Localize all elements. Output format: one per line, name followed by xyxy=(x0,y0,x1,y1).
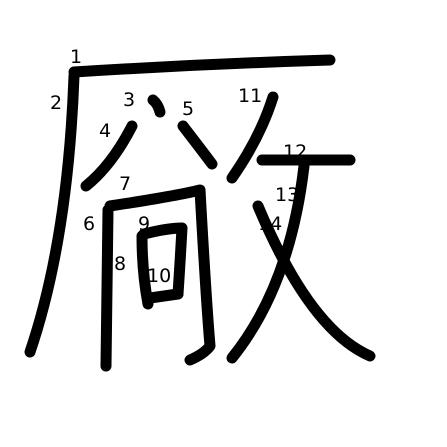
stroke-number-14: 14 xyxy=(258,213,282,235)
stroke-number-4: 4 xyxy=(99,120,111,142)
stroke-number-13: 13 xyxy=(275,184,299,206)
stroke-number-10: 10 xyxy=(147,265,171,287)
stroke-number-6: 6 xyxy=(83,213,95,235)
stroke-6 xyxy=(100,204,114,372)
stroke-number-2: 2 xyxy=(50,92,62,114)
stroke-number-12: 12 xyxy=(283,141,307,163)
stroke-5 xyxy=(177,120,218,170)
stroke-number-8: 8 xyxy=(114,253,126,275)
stroke-11 xyxy=(226,91,279,184)
stroke-4 xyxy=(80,120,138,192)
stroke-2 xyxy=(24,70,80,358)
stroke-number-3: 3 xyxy=(123,89,135,111)
stroke-14 xyxy=(252,200,376,362)
stroke-number-9: 9 xyxy=(138,213,150,235)
stroke-1 xyxy=(68,54,336,78)
stroke-number-7: 7 xyxy=(119,173,131,195)
stroke-3 xyxy=(147,94,166,118)
stroke-10 xyxy=(144,288,184,304)
stroke-9 xyxy=(138,222,188,300)
stroke-number-5: 5 xyxy=(182,98,194,120)
stroke-13 xyxy=(226,160,310,364)
stroke-number-1: 1 xyxy=(70,46,82,68)
stroke-7 xyxy=(104,184,216,366)
stroke-number-11: 11 xyxy=(238,85,262,107)
